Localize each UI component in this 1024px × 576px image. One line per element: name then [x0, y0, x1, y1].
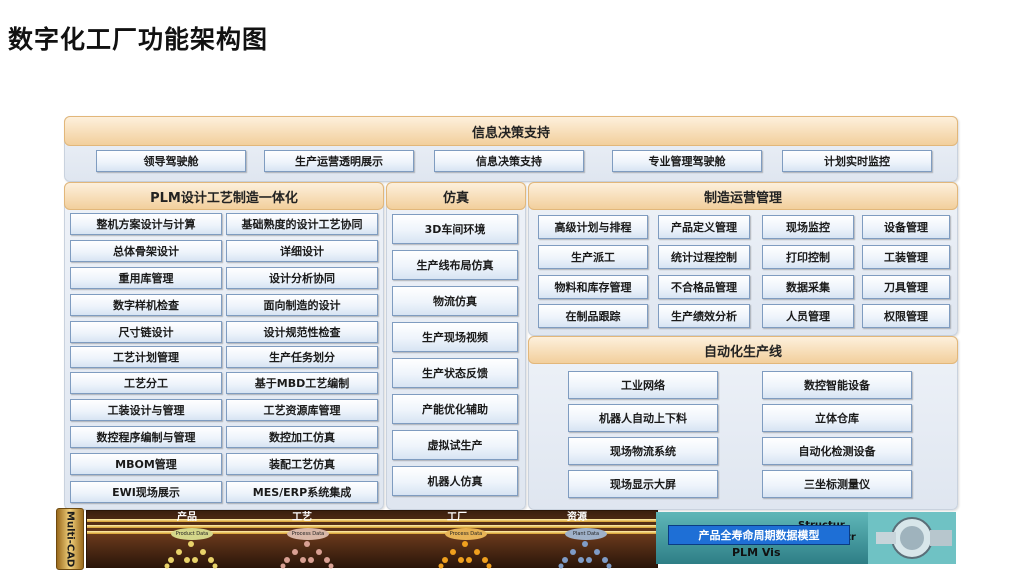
auto-item[interactable]: 立体仓库 — [762, 404, 912, 432]
mom-item[interactable]: 物料和库存管理 — [538, 275, 648, 299]
auto-item[interactable]: 自动化检测设备 — [762, 437, 912, 465]
plm-item[interactable]: 尺寸链设计 — [70, 321, 222, 343]
plm-item[interactable]: 面向制造的设计 — [226, 294, 378, 316]
plm-item[interactable]: 数控程序编制与管理 — [70, 426, 222, 448]
decision-item[interactable]: 计划实时监控 — [782, 150, 932, 172]
pipe-rod — [87, 525, 657, 528]
mom-item[interactable]: 在制品跟踪 — [538, 304, 648, 328]
plm-item[interactable]: 装配工艺仿真 — [226, 453, 378, 475]
plm-item[interactable]: EWI现场展示 — [70, 481, 222, 503]
mom-item[interactable]: 数据采集 — [762, 275, 854, 299]
tag-product: 产品 — [177, 512, 197, 523]
sim-item[interactable]: 物流仿真 — [392, 286, 518, 316]
mom-item[interactable]: 不合格品管理 — [658, 275, 750, 299]
plm-item[interactable]: 详细设计 — [226, 240, 378, 262]
plm-item[interactable]: MBOM管理 — [70, 453, 222, 475]
plm-item[interactable]: 整机方案设计与计算 — [70, 213, 222, 235]
tag-factory: 工厂 — [447, 512, 467, 523]
tree-icon — [558, 541, 612, 569]
auto-item[interactable]: 工业网络 — [568, 371, 718, 399]
decision-item[interactable]: 专业管理驾驶舱 — [612, 150, 762, 172]
mom-item[interactable]: 现场监控 — [762, 215, 854, 239]
sim-item[interactable]: 机器人仿真 — [392, 466, 518, 496]
tree-icon — [164, 541, 218, 569]
mom-item[interactable]: 统计过程控制 — [658, 245, 750, 269]
plm-item[interactable]: 工艺资源库管理 — [226, 399, 378, 421]
mom-item[interactable]: 刀具管理 — [862, 275, 950, 299]
tag-resource: 资源 — [567, 512, 587, 523]
plm-item[interactable]: 基础熟度的设计工艺协同 — [226, 213, 378, 235]
data-layer: Multi-CAD 产品 工艺 工厂 资源 Product Data Proce… — [56, 508, 956, 570]
plm-item[interactable]: 工艺分工 — [70, 372, 222, 394]
decision-header: 信息决策支持 — [64, 116, 958, 146]
mom-header: 制造运营管理 — [528, 182, 958, 210]
plant-data-disk: Plant Data — [565, 528, 607, 540]
auto-item[interactable]: 现场物流系统 — [568, 437, 718, 465]
sim-item[interactable]: 产能优化辅助 — [392, 394, 518, 424]
mom-item[interactable]: 产品定义管理 — [658, 215, 750, 239]
data-pipe: 产品 工艺 工厂 资源 Product Data Process Data Pr… — [86, 510, 658, 569]
auto-header: 自动化生产线 — [528, 336, 958, 364]
plm-item[interactable]: 数控加工仿真 — [226, 426, 378, 448]
lifecycle-data-model-badge: 产品全寿命周期数据模型 — [668, 525, 850, 545]
mom-item[interactable]: 人员管理 — [762, 304, 854, 328]
pipe-rod — [87, 519, 657, 522]
pipe-rod — [87, 531, 657, 534]
sim-item[interactable]: 生产状态反馈 — [392, 358, 518, 388]
sim-item[interactable]: 虚拟试生产 — [392, 430, 518, 460]
plm-item[interactable]: 工艺计划管理 — [70, 346, 222, 368]
auto-item[interactable]: 机器人自动上下料 — [568, 404, 718, 432]
page-title: 数字化工厂功能架构图 — [8, 25, 269, 54]
plm-item[interactable]: 工装设计与管理 — [70, 399, 222, 421]
product-data-disk: Product Data — [171, 528, 213, 540]
mom-item[interactable]: 权限管理 — [862, 304, 950, 328]
sim-item[interactable]: 生产现场视频 — [392, 322, 518, 352]
plm-header: PLM设计工艺制造一体化 — [64, 182, 384, 210]
auto-item[interactable]: 现场显示大屏 — [568, 470, 718, 498]
mom-item[interactable]: 设备管理 — [862, 215, 950, 239]
mom-item[interactable]: 生产派工 — [538, 245, 648, 269]
process-data-disk: Process Data — [287, 528, 329, 540]
plm-item[interactable]: 设计规范性检查 — [226, 321, 378, 343]
decision-item[interactable]: 生产运营透明展示 — [264, 150, 414, 172]
engine-model-icon — [868, 512, 956, 564]
multicad-cylinder: Multi-CAD — [56, 508, 84, 570]
process-data-disk: Process Data — [445, 528, 487, 540]
tree-icon — [438, 541, 492, 569]
decision-item[interactable]: 领导驾驶舱 — [96, 150, 246, 172]
decision-item[interactable]: 信息决策支持 — [434, 150, 584, 172]
tree-icon — [280, 541, 334, 569]
mom-item[interactable]: 工装管理 — [862, 245, 950, 269]
plm-item[interactable]: 总体骨架设计 — [70, 240, 222, 262]
plm-vis-label: PLM Vis — [732, 546, 781, 559]
plm-item[interactable]: 生产任务划分 — [226, 346, 378, 368]
sim-item[interactable]: 3D车间环境 — [392, 214, 518, 244]
tag-process: 工艺 — [292, 512, 312, 523]
plm-item[interactable]: 设计分析协同 — [226, 267, 378, 289]
auto-item[interactable]: 数控智能设备 — [762, 371, 912, 399]
plm-item[interactable]: 重用库管理 — [70, 267, 222, 289]
plm-item[interactable]: 数字样机检查 — [70, 294, 222, 316]
plm-item[interactable]: MES/ERP系统集成 — [226, 481, 378, 503]
mom-item[interactable]: 生产绩效分析 — [658, 304, 750, 328]
sim-header: 仿真 — [386, 182, 526, 210]
mom-item[interactable]: 打印控制 — [762, 245, 854, 269]
auto-item[interactable]: 三坐标测量仪 — [762, 470, 912, 498]
mom-item[interactable]: 高级计划与排程 — [538, 215, 648, 239]
plm-item[interactable]: 基于MBD工艺编制 — [226, 372, 378, 394]
sim-item[interactable]: 生产线布局仿真 — [392, 250, 518, 280]
